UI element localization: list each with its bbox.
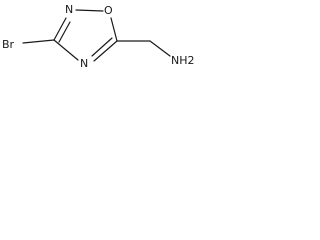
bond-o1-c5 [110,17,118,42]
atom-label-ring-nitrogen-top: N [65,3,73,16]
bond-lines [22,9,171,62]
bond-c3-n2-line1 [53,17,67,41]
bond-br-c3 [22,39,55,44]
atom-label-amine: NH2 [171,54,195,67]
chemical-structure-diagram: Br N O N NH2 [2,3,195,70]
bond-c3-n2-line2 [58,21,71,43]
atom-label-ring-oxygen: O [104,4,113,17]
bond-ch2-nh2 [149,40,171,57]
bond-n4-c3 [53,39,79,61]
bond-c5-n4-line1 [93,40,118,62]
atom-label-ring-nitrogen-bottom: N [80,57,88,70]
atom-label-bromine: Br [2,38,15,51]
bond-n2-o1 [75,9,104,12]
bond-c5-n4-line2 [91,37,113,57]
